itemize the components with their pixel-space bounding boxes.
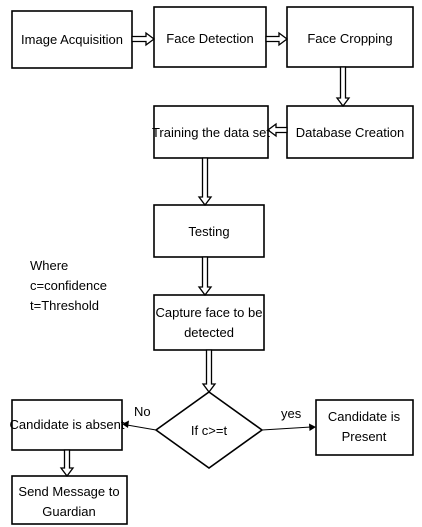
yes-edge-label: yes (281, 406, 302, 421)
arrow-training-to-testing (197, 157, 213, 207)
training-box (153, 105, 269, 159)
send-label-line2: Guardian (42, 504, 95, 519)
no-arrow-line (126, 424, 157, 431)
present-label-line2: Present (342, 429, 387, 444)
legend-line1: Where (30, 258, 68, 273)
testing-box (153, 204, 265, 258)
yes-arrowhead (309, 423, 316, 431)
arrow-detection-to-cropping (265, 31, 289, 47)
face-cropping-box (286, 6, 414, 68)
testing-label: Testing (188, 224, 229, 239)
send-message-box (11, 475, 128, 525)
image-acquisition-box (11, 10, 133, 69)
face-cropping-label: Face Cropping (307, 31, 392, 46)
capture-label-line1: Capture face to be (156, 305, 263, 320)
no-edge-label: No (134, 404, 151, 419)
arrow-testing-to-capture (197, 256, 213, 297)
capture-label-line2: detected (184, 325, 234, 340)
decision-diamond (154, 391, 264, 469)
database-creation-label: Database Creation (296, 125, 404, 140)
legend-line2: c=confidence (30, 278, 107, 293)
capture-box (153, 294, 265, 351)
absent-label: Candidate is absent (10, 417, 125, 432)
face-detection-box (153, 6, 267, 68)
arrow-absent-to-send (59, 449, 75, 478)
no-arrowhead (122, 420, 129, 428)
yes-arrow-line (261, 426, 312, 431)
arrow-cropping-to-database (335, 66, 351, 108)
database-creation-box (286, 105, 414, 159)
image-acquisition-label: Image Acquisition (21, 32, 123, 47)
decision-label: If c>=t (191, 423, 228, 438)
arrow-acquisition-to-detection (131, 31, 156, 47)
legend-line3: t=Threshold (30, 298, 99, 313)
arrow-database-to-training (266, 122, 288, 138)
present-box (315, 399, 414, 456)
send-label-line1: Send Message to (18, 484, 119, 499)
present-label-line1: Candidate is (328, 409, 401, 424)
face-detection-label: Face Detection (166, 31, 253, 46)
training-label: Training the data set (152, 125, 270, 140)
arrow-capture-to-decision (201, 349, 217, 394)
